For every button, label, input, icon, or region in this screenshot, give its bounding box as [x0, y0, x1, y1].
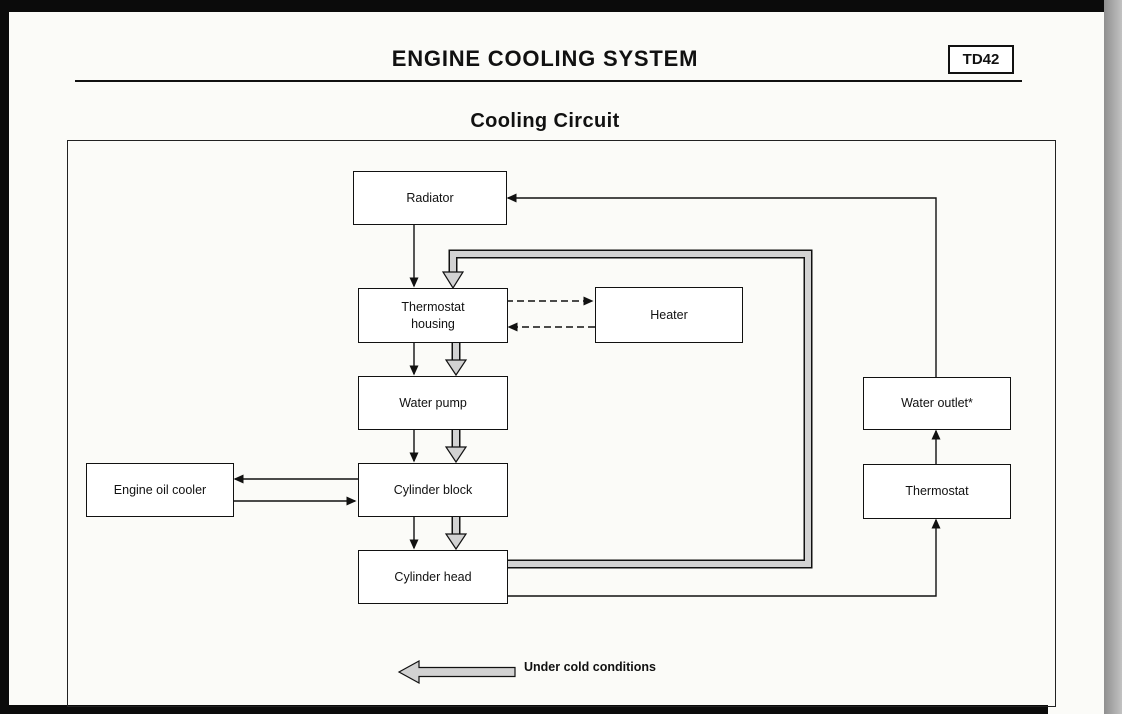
node-radiator: Radiator [353, 171, 507, 225]
node-thermostat-housing: Thermostat housing [358, 288, 508, 343]
scan-edge-right [1104, 0, 1122, 714]
page-title: ENGINE COOLING SYSTEM [391, 46, 699, 71]
node-water-pump: Water pump [358, 376, 508, 430]
cold-arrowhead-into-housing [441, 271, 465, 290]
cold-arrow-pump-to-block [444, 429, 468, 464]
node-heater: Heater [595, 287, 743, 343]
arrow-outlet-to-radiator [506, 193, 937, 377]
scan-edge-top [0, 0, 1122, 12]
node-thermostat: Thermostat [863, 464, 1011, 519]
node-engine-oil-cooler: Engine oil cooler [86, 463, 234, 517]
arrow-head-to-thermostat [506, 518, 941, 597]
legend-cold-arrow [397, 659, 516, 685]
cooling-circuit-diagram: Radiator Thermostat housing Heater Water… [67, 140, 1056, 707]
node-water-outlet: Water outlet* [863, 377, 1011, 430]
node-cylinder-block: Cylinder block [358, 463, 508, 517]
cooling-circuit-connectors [232, 193, 941, 685]
cold-bypass-path [441, 249, 813, 569]
legend-label: Under cold conditions [524, 660, 656, 674]
cold-arrow-block-to-head [444, 516, 468, 551]
node-cylinder-head: Cylinder head [358, 550, 508, 604]
diagram-title: Cooling Circuit [470, 110, 620, 132]
cold-arrow-housing-to-pump [444, 342, 468, 377]
scan-edge-bottom [0, 705, 1048, 714]
model-badge: TD42 [948, 45, 1014, 74]
header-rule [75, 80, 1022, 82]
scan-edge-left [0, 0, 9, 714]
